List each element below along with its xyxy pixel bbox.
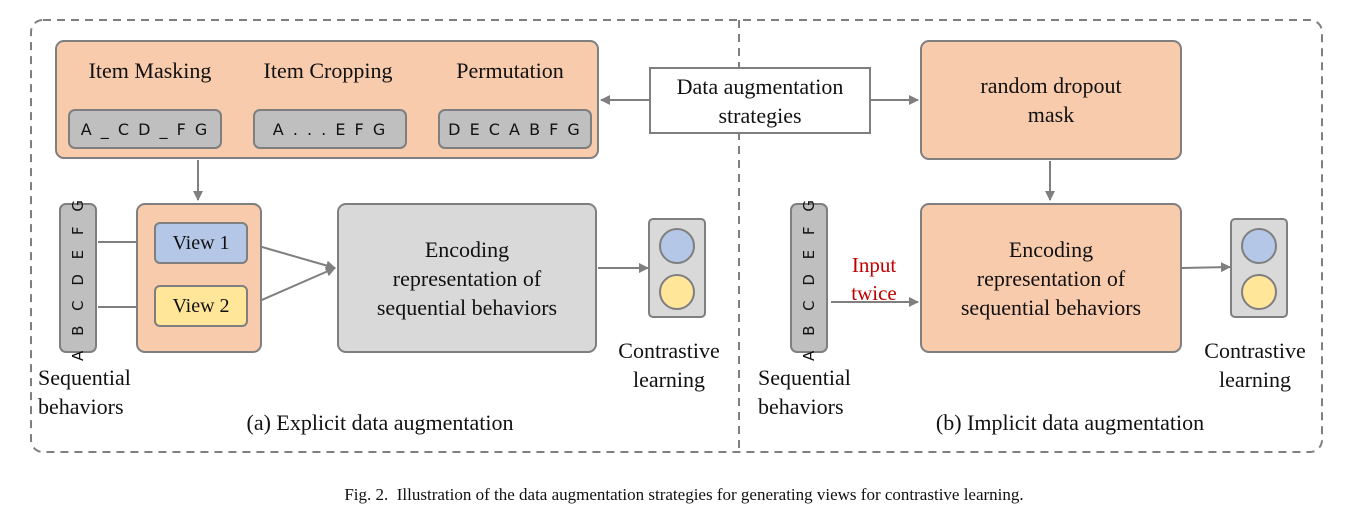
strategy-example-cropping: A . . . E F G: [253, 109, 407, 149]
arrow-view2-to-encoder: [247, 267, 336, 307]
strategy-name-permutation: Permutation: [456, 58, 564, 83]
contrastive-dot-blue-a: [659, 228, 695, 264]
contrastive-dot-yellow-a: [659, 274, 695, 310]
data-augmentation-strategies-box: Data augmentation strategies: [649, 67, 871, 134]
sequence-strip-b: A B C D E F G: [790, 195, 828, 361]
caption-a: (a) Explicit data augmentation: [246, 410, 514, 435]
dropout-mask-box: random dropout mask: [920, 40, 1182, 160]
encoder-box-b: Encoding representation of sequential be…: [920, 203, 1182, 353]
strategy-name-masking: Item Masking: [88, 58, 212, 83]
sequence-strip-a: A B C D E F G: [59, 195, 97, 361]
contrastive-output-b: [1230, 218, 1288, 318]
output-label-a: Contrastive learning: [618, 338, 720, 392]
strategy-name-cropping: Item Cropping: [263, 58, 393, 83]
caption-b: (b) Implicit data augmentation: [935, 410, 1205, 435]
arrow-view1-to-encoder: [247, 242, 336, 271]
view-1: View 1: [154, 222, 248, 264]
input-twice-label: Input twice: [851, 253, 897, 305]
outer-dashed-frame: [30, 19, 1323, 453]
view-2: View 2: [154, 285, 248, 327]
encoder-box-a: Encoding representation of sequential be…: [337, 203, 597, 353]
figure-caption: Fig. 2. Illustration of the data augment…: [344, 485, 1024, 504]
strategy-example-masking: A _ C D _ F G: [68, 109, 222, 149]
strategy-example-permutation: D E C A B F G: [438, 109, 592, 149]
input-label-b: Sequential behaviors: [758, 365, 851, 419]
output-label-b: Contrastive learning: [1204, 338, 1306, 392]
contrastive-dot-blue-b: [1241, 228, 1277, 264]
input-label-a: Sequential behaviors: [38, 365, 131, 419]
sequence-text-a: A B C D E F G: [69, 195, 87, 361]
contrastive-dot-yellow-b: [1241, 274, 1277, 310]
sequence-text-b: A B C D E F G: [800, 195, 818, 361]
arrow-encoder-to-output-b: [1181, 262, 1231, 273]
contrastive-output-a: [648, 218, 706, 318]
